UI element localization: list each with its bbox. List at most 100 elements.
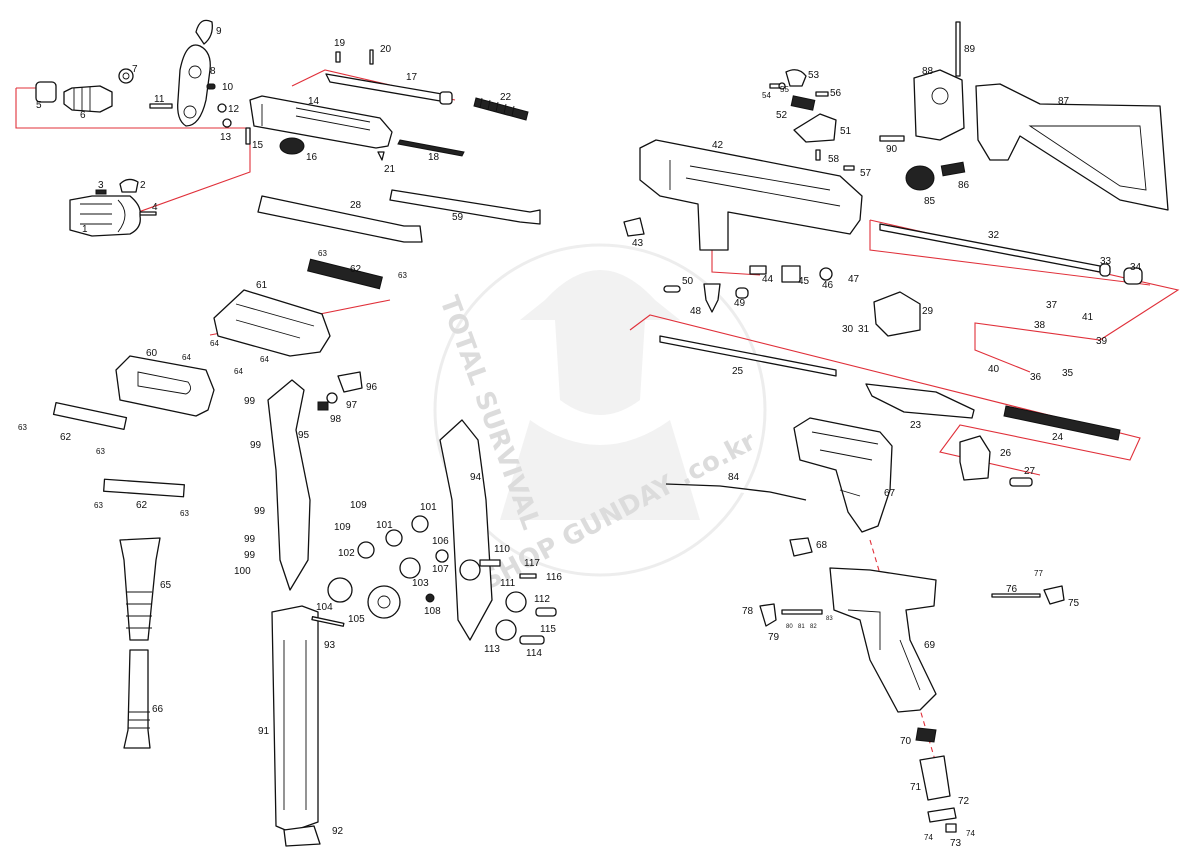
label-4: 4 [152, 202, 158, 213]
part-76-rod [991, 593, 1041, 598]
part-113-gear [495, 619, 517, 641]
label-28: 28 [350, 200, 362, 211]
label-23: 23 [910, 420, 922, 431]
part-60-handguard [115, 355, 215, 417]
part-91-detail [283, 640, 307, 810]
label-51: 51 [840, 126, 852, 137]
label-53: 53 [808, 70, 820, 81]
part-57-pin [843, 165, 855, 171]
part-60-slot [137, 371, 191, 395]
label-87: 87 [1058, 96, 1070, 107]
label-45: 45 [798, 276, 810, 287]
label-5: 5 [36, 100, 42, 111]
part-66-battery [123, 649, 151, 749]
part-89-pin [955, 21, 961, 77]
label-46: 46 [822, 280, 834, 291]
label-63f: 63 [180, 509, 189, 518]
leader-rod-32 [869, 220, 1151, 286]
part-51-mount [793, 113, 837, 143]
label-94: 94 [470, 472, 482, 483]
label-20: 20 [380, 44, 392, 55]
part-29-block [873, 291, 921, 337]
label-80: 80 [786, 624, 793, 630]
part-62-rail-side [52, 401, 128, 431]
label-15: 15 [252, 140, 264, 151]
label-84: 84 [728, 472, 740, 483]
part-2-cap [119, 178, 139, 193]
part-75-selector [1043, 585, 1065, 605]
part-115-bolt [535, 607, 557, 617]
part-22-spring [473, 97, 529, 121]
part-85-cap [905, 165, 935, 191]
part-71-motor [919, 755, 951, 801]
label-39: 39 [1096, 336, 1108, 347]
part-45-part [781, 265, 801, 283]
part-68-part [789, 537, 813, 557]
label-63a: 63 [318, 249, 327, 258]
label-114: 114 [526, 648, 542, 659]
part-5-ring [35, 81, 57, 103]
label-101b: 101 [376, 520, 393, 531]
gearbox-assembly [665, 417, 1065, 833]
label-96: 96 [366, 382, 378, 393]
part-1-detail [80, 199, 126, 233]
part-14-detail [261, 104, 371, 131]
part-17-end [439, 91, 453, 105]
part-53-knob [785, 69, 807, 87]
part-56-pin [815, 91, 829, 97]
part-86-spring [940, 161, 966, 177]
label-103: 103 [412, 578, 429, 589]
label-107: 107 [432, 564, 449, 575]
label-26: 26 [1000, 448, 1012, 459]
receiver-assembly [623, 139, 1143, 487]
label-104: 104 [316, 602, 333, 613]
part-7-hole [122, 72, 130, 80]
label-67: 67 [884, 488, 896, 499]
label-86: 86 [958, 180, 970, 191]
label-60: 60 [146, 348, 158, 359]
part-102-gear [357, 541, 375, 559]
label-63b: 63 [398, 271, 407, 280]
part-95-plate [267, 379, 311, 591]
label-112: 112 [534, 594, 550, 605]
label-38: 38 [1034, 320, 1046, 331]
part-25-rod [659, 335, 837, 377]
part-33-ring [1099, 263, 1111, 277]
part-105-gear [367, 585, 401, 619]
label-105: 105 [348, 614, 365, 625]
label-9: 9 [216, 26, 222, 37]
part-69-grip [829, 567, 937, 713]
label-25: 25 [732, 366, 744, 377]
label-91: 91 [258, 726, 270, 737]
part-67-gearbox [793, 417, 893, 533]
part-27-screw [1009, 477, 1033, 487]
label-36: 36 [1030, 372, 1042, 383]
part-9-hood [195, 19, 213, 45]
label-16: 16 [306, 152, 318, 163]
part-96-clip [337, 371, 363, 393]
label-62c: 62 [136, 500, 148, 511]
part-7-washer [118, 68, 134, 84]
part-6-detail [73, 87, 91, 111]
label-32: 32 [988, 230, 1000, 241]
label-88: 88 [922, 66, 934, 77]
stock-assembly [879, 21, 1169, 211]
part-6-flash-hider [63, 85, 113, 113]
label-98: 98 [330, 414, 342, 425]
label-99e: 99 [244, 550, 256, 561]
part-104-disc [327, 577, 353, 603]
part-69-detail [847, 609, 921, 691]
label-34: 34 [1130, 262, 1142, 273]
part-88-hole [931, 87, 949, 105]
label-83: 83 [826, 616, 833, 622]
label-49: 49 [734, 298, 746, 309]
label-102: 102 [338, 548, 355, 559]
label-78: 78 [742, 606, 754, 617]
part-62-rail-bottom [103, 478, 185, 498]
label-8: 8 [210, 66, 216, 77]
part-114-bolt [519, 635, 545, 645]
part-90-pin [879, 135, 905, 142]
label-64c: 64 [182, 353, 191, 362]
label-77: 77 [1034, 569, 1043, 578]
